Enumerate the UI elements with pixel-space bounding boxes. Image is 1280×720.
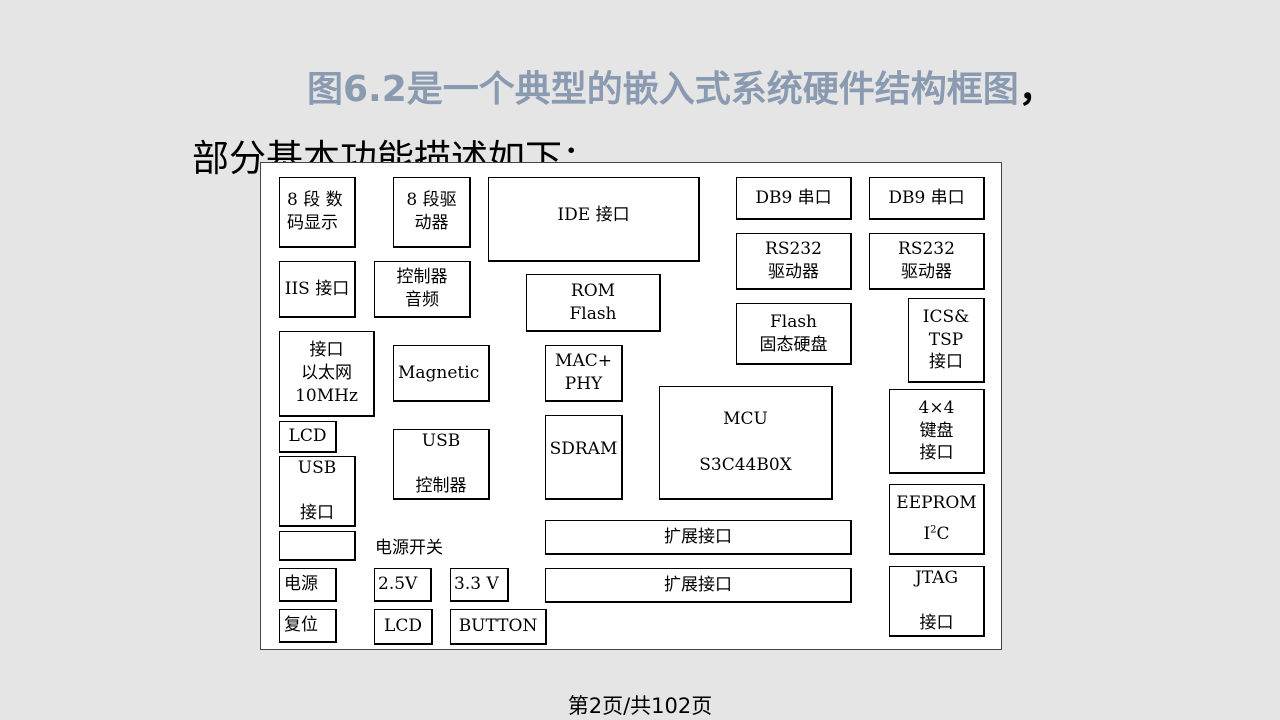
i2c-c: C: [936, 524, 950, 544]
block-button: BUTTON: [450, 609, 547, 645]
slide-title-text: 图6.2是一个典型的嵌入式系统硬件结构框图: [307, 69, 1019, 110]
block-mcu: MCU S3C44B0X: [659, 386, 833, 500]
hardware-block-diagram: 8 段 数 码显示 IIS 接口 接口 以太网 10MHz LCD USB 接口…: [260, 162, 1002, 650]
block-db9-b: DB9 串口: [869, 177, 985, 220]
i2c-sup: 2: [930, 524, 937, 536]
block-audio-controller: 控制器 音频: [374, 261, 471, 318]
block-db9-a: DB9 串口: [736, 177, 852, 220]
block-usb-controller: USB 控制器: [393, 429, 490, 500]
block-ics-tsp: ICS& TSP 接口: [908, 298, 985, 383]
block-3v3: 3.3 V: [450, 568, 509, 602]
block-lcd-top: LCD: [279, 421, 337, 453]
block-mac-phy: MAC+ PHY: [545, 345, 623, 402]
slide-title-comma: ，: [1018, 69, 1055, 110]
page-indicator: 第2页/共102页: [567, 694, 713, 718]
block-jtag: JTAG 接口: [889, 566, 985, 637]
block-rom-flash: ROM Flash: [526, 274, 661, 332]
slide-title: 图6.2是一个典型的嵌入式系统硬件结构框图，: [307, 60, 1055, 112]
block-expansion-b: 扩展接口: [545, 568, 852, 603]
block-seg-driver: 8 段驱 动器: [393, 177, 471, 248]
i2c-i: I: [923, 524, 931, 544]
block-sdram: SDRAM: [545, 415, 623, 500]
block-power: 电源: [279, 568, 337, 602]
block-lcd-bottom: LCD: [374, 609, 433, 645]
block-rs232-a: RS232 驱动器: [736, 233, 852, 290]
block-2v5: 2.5V: [374, 568, 432, 602]
i2c-label: I2C: [923, 523, 949, 546]
label-power-switch: 电源开关: [375, 538, 443, 558]
block-ide-interface: IDE 接口: [488, 177, 700, 262]
block-expansion-a: 扩展接口: [545, 520, 852, 555]
block-iis-interface: IIS 接口: [279, 261, 356, 318]
block-keypad: 4×4 键盘 接口: [889, 389, 985, 474]
block-reset: 复位: [279, 609, 337, 643]
block-magnetic: Magnetic: [393, 345, 490, 402]
block-seg-display: 8 段 数 码显示: [279, 177, 356, 248]
block-flash-disk: Flash 固态硬盘: [736, 303, 852, 365]
eeprom-label: EEPROM: [896, 493, 977, 514]
block-power-switch-box: [279, 531, 356, 561]
block-ethernet: 接口 以太网 10MHz: [279, 331, 375, 417]
block-eeprom: EEPROM I2C: [889, 484, 985, 555]
block-usb-port: USB 接口: [279, 456, 356, 527]
block-rs232-b: RS232 驱动器: [869, 233, 985, 290]
